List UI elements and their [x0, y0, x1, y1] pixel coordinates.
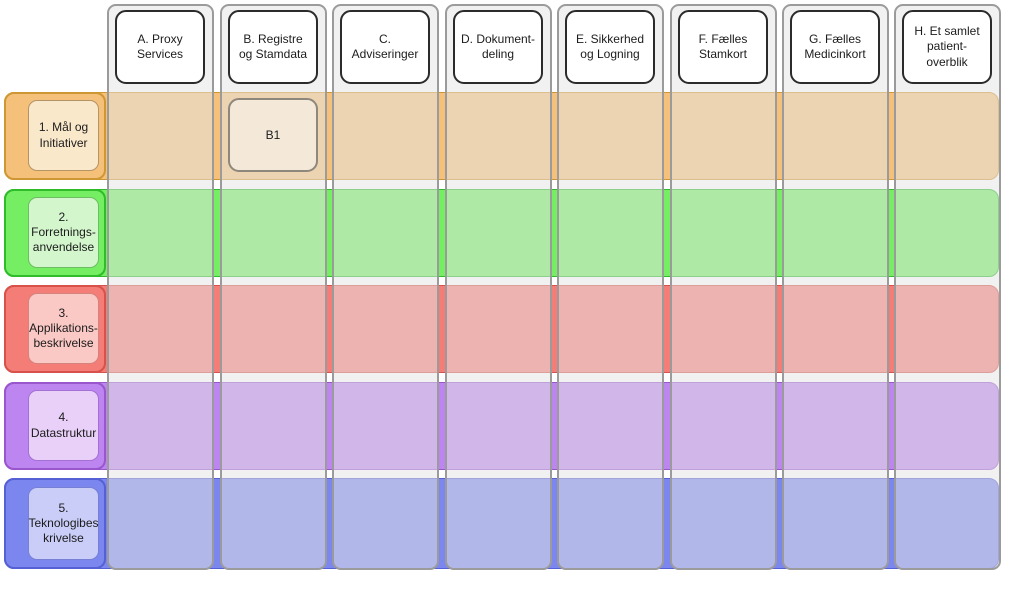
column-header-g[interactable]: G. Fælles Medicinkort: [790, 10, 880, 84]
column-header-b[interactable]: B. Registre og Stamdata: [228, 10, 318, 84]
row-header-2-label[interactable]: 2. Forretnings- anvendelse: [28, 197, 99, 268]
column-header-c[interactable]: C. Adviseringer: [340, 10, 430, 84]
column-header-e[interactable]: E. Sikkerhed og Logning: [565, 10, 655, 84]
lane-g: [782, 4, 889, 570]
lane-a: [107, 4, 214, 570]
cell-b1[interactable]: B1: [228, 98, 318, 172]
lane-c: [332, 4, 439, 570]
column-header-f[interactable]: F. Fælles Stamkort: [678, 10, 768, 84]
lane-d: [445, 4, 552, 570]
column-header-h[interactable]: H. Et samlet patient- overblik: [902, 10, 992, 84]
lane-e: [557, 4, 664, 570]
row-header-3-label[interactable]: 3. Applikations- beskrivelse: [28, 293, 99, 364]
row-header-4-label[interactable]: 4. Datastruktur: [28, 390, 99, 461]
row-header-5-label[interactable]: 5. Teknologibes krivelse: [28, 487, 99, 560]
lane-f: [670, 4, 777, 570]
row-header-1-label[interactable]: 1. Mål og Initiativer: [28, 100, 99, 171]
column-header-a[interactable]: A. Proxy Services: [115, 10, 205, 84]
lane-b: [220, 4, 327, 570]
column-header-d[interactable]: D. Dokument- deling: [453, 10, 543, 84]
lane-h: [894, 4, 1001, 570]
